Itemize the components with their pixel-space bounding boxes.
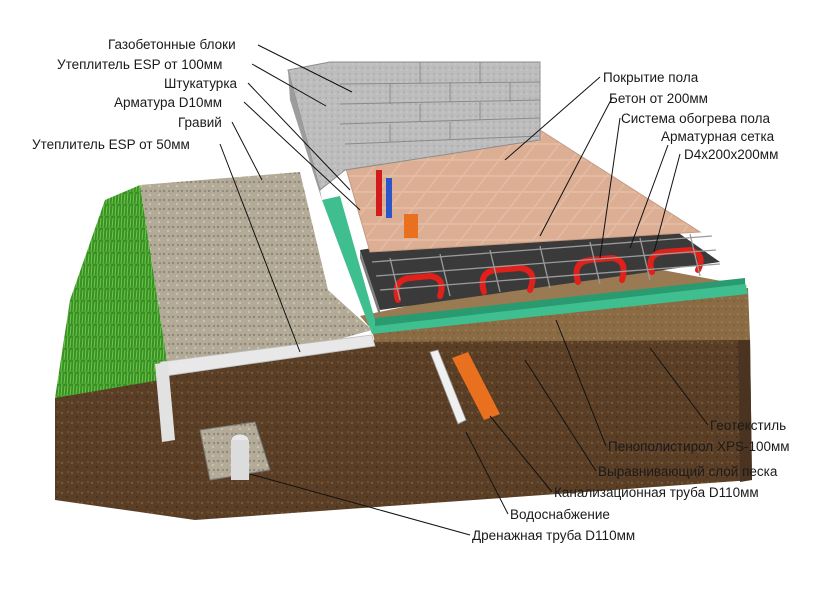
block-wall bbox=[287, 61, 541, 200]
sewer-pipe bbox=[452, 352, 500, 420]
label-xps: Пенополистирол XPS-100мм bbox=[608, 439, 790, 454]
water-supply-pipe bbox=[429, 349, 467, 425]
label-sand-layer: Выравнивающий слой песка bbox=[598, 464, 778, 479]
label-rebar-mesh: Арматурная сетка bbox=[661, 129, 775, 144]
label-drain-pipe: Дренажная труба D110мм bbox=[472, 528, 636, 543]
label-sewer-pipe: Канализационная труба D110мм bbox=[554, 485, 759, 500]
riser-pipe-red bbox=[376, 170, 382, 216]
label-geotextile: Геотекстиль bbox=[710, 418, 787, 433]
label-concrete-200: Бетон от 200мм bbox=[609, 91, 708, 106]
label-gravel: Гравий bbox=[178, 115, 222, 130]
label-rebar-d10: Арматура D10мм bbox=[114, 95, 223, 110]
soil-side bbox=[738, 338, 752, 482]
xps-board bbox=[375, 278, 745, 326]
label-aerated-blocks: Газобетонные блоки bbox=[108, 37, 236, 52]
geotextile-layer bbox=[322, 196, 748, 334]
label-insulation-esp-50: Утеплитель ESP от 50мм bbox=[32, 137, 190, 152]
concrete-edge bbox=[360, 250, 380, 318]
drain-pipe-body bbox=[231, 440, 249, 480]
label-insulation-esp-100: Утеплитель ESP от 100мм bbox=[57, 57, 223, 72]
gravel-backfill bbox=[140, 172, 372, 368]
label-floor-covering: Покрытие пола bbox=[603, 70, 699, 85]
label-floor-heating: Система обогрева пола bbox=[621, 111, 770, 126]
esp-insulation-vertical bbox=[155, 362, 175, 442]
leader-lines bbox=[219, 44, 709, 536]
label-water-supply: Водоснабжение bbox=[510, 507, 610, 522]
rebar-mesh bbox=[371, 233, 721, 301]
riser-pipe-blue bbox=[386, 178, 392, 218]
sewer-riser bbox=[404, 214, 418, 238]
label-plaster: Штукатурка bbox=[164, 76, 238, 91]
grass-strip bbox=[55, 185, 168, 398]
label-rebar-mesh-size: D4x200x200мм bbox=[684, 147, 779, 162]
